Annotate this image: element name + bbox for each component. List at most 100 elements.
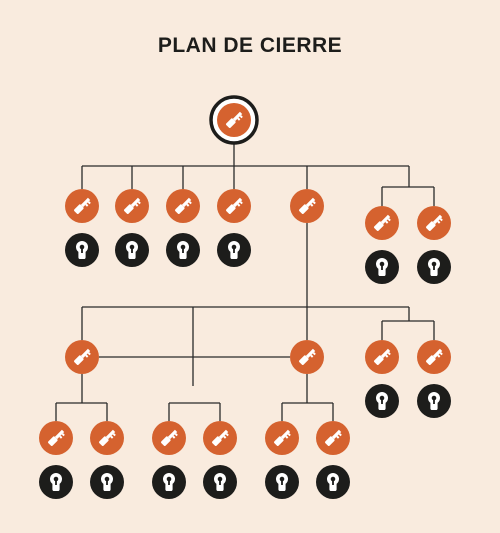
key-bit [223, 435, 227, 439]
lock-cylinder-icon [327, 473, 339, 491]
key-bit [87, 352, 91, 356]
key-bow [161, 436, 171, 446]
key-node-group-a-4 [217, 189, 251, 223]
connector-lines [55, 143, 435, 421]
key-bit [439, 218, 443, 222]
key-bit [135, 203, 139, 207]
key-blade [105, 429, 116, 440]
key-icon [299, 197, 316, 214]
key-blade [280, 429, 291, 440]
key-blade [80, 197, 91, 208]
key-bit [387, 218, 391, 222]
key-node-sub-2-key-1 [152, 421, 186, 455]
key-bit [59, 435, 63, 439]
key-bow [175, 204, 185, 214]
key-bit [61, 433, 65, 437]
key-blade [130, 197, 141, 208]
key-bit [237, 117, 241, 121]
key-node-group-a-2 [115, 189, 149, 223]
lock-cylinder-icon [228, 241, 240, 259]
lock-cylinder-icon [376, 392, 388, 410]
key-icon [226, 111, 243, 128]
key-bit [237, 203, 241, 207]
key-blade [167, 429, 178, 440]
key-icon [325, 429, 342, 446]
cylinder-keyway [332, 479, 334, 485]
cylinder-node-group-a-3 [166, 233, 200, 267]
lock-cylinder-icon [428, 392, 440, 410]
key-blade [80, 348, 91, 359]
key-node-sub-4-key-1 [365, 340, 399, 374]
key-bit [385, 220, 389, 224]
key-blade [181, 197, 192, 208]
key-blade [331, 429, 342, 440]
cylinder-keyway [433, 264, 435, 270]
key-node-sub-1 [65, 340, 99, 374]
key-node-group-a-5 [290, 189, 324, 223]
key-bow [374, 355, 384, 365]
lock-cylinder-icon [76, 241, 88, 259]
key-bit [186, 203, 190, 207]
page-title: PLAN DE CIERRE [157, 34, 343, 57]
key-node-sub-3-key-1 [265, 421, 299, 455]
key-blade [380, 348, 391, 359]
cylinder-keyway [233, 247, 235, 253]
key-bit [312, 201, 316, 205]
cylinder-node-sub-3-key-1 [265, 465, 299, 499]
cylinder-keyway [381, 398, 383, 404]
key-bow [226, 118, 236, 128]
lock-cylinder-icon [101, 473, 113, 491]
key-bow [274, 436, 284, 446]
key-node-group-a-1 [65, 189, 99, 223]
key-node-group-a-6-key-1 [365, 206, 399, 240]
key-blade [305, 197, 316, 208]
lock-cylinder-icon [177, 241, 189, 259]
key-icon [426, 214, 443, 231]
key-icon [226, 197, 243, 214]
key-bit [338, 433, 342, 437]
key-blade [218, 429, 229, 440]
cylinder-node-group-a-6-key-2 [417, 250, 451, 284]
key-bit [310, 203, 314, 207]
key-bow [212, 436, 222, 446]
cylinder-keyway [131, 247, 133, 253]
key-node-sub-4-key-2 [417, 340, 451, 374]
cylinder-node-group-a-6-key-1 [365, 250, 399, 284]
key-bit [385, 354, 389, 358]
cylinder-node-sub-2-key-2 [203, 465, 237, 499]
key-bit [137, 201, 141, 205]
key-bit [239, 115, 243, 119]
cylinder-keyway [433, 398, 435, 404]
cylinder-node-sub-4-key-2 [417, 384, 451, 418]
key-bow [325, 436, 335, 446]
key-bit [285, 435, 289, 439]
key-bow [74, 355, 84, 365]
key-blade [232, 111, 243, 122]
key-icon [374, 214, 391, 231]
key-bit [174, 433, 178, 437]
key-bow [48, 436, 58, 446]
key-icon [161, 429, 178, 446]
lock-cylinder-icon [163, 473, 175, 491]
key-blade [432, 348, 443, 359]
key-icon [274, 429, 291, 446]
cylinder-node-sub-3-key-2 [316, 465, 350, 499]
key-icon [48, 429, 65, 446]
key-icon [175, 197, 192, 214]
key-bit [85, 354, 89, 358]
key-icon [74, 348, 91, 365]
key-bow [299, 355, 309, 365]
lock-cylinder-icon [428, 258, 440, 276]
key-bow [226, 204, 236, 214]
cylinder-node-group-a-4 [217, 233, 251, 267]
key-bit [439, 352, 443, 356]
key-node-sub-1-key-2 [90, 421, 124, 455]
key-icon [426, 348, 443, 365]
cylinder-node-sub-1-key-2 [90, 465, 124, 499]
key-node-sub-3-key-2 [316, 421, 350, 455]
cylinder-node-group-a-1 [65, 233, 99, 267]
key-bit [87, 201, 91, 205]
key-bit [437, 220, 441, 224]
key-icon [74, 197, 91, 214]
lock-cylinder-icon [50, 473, 62, 491]
